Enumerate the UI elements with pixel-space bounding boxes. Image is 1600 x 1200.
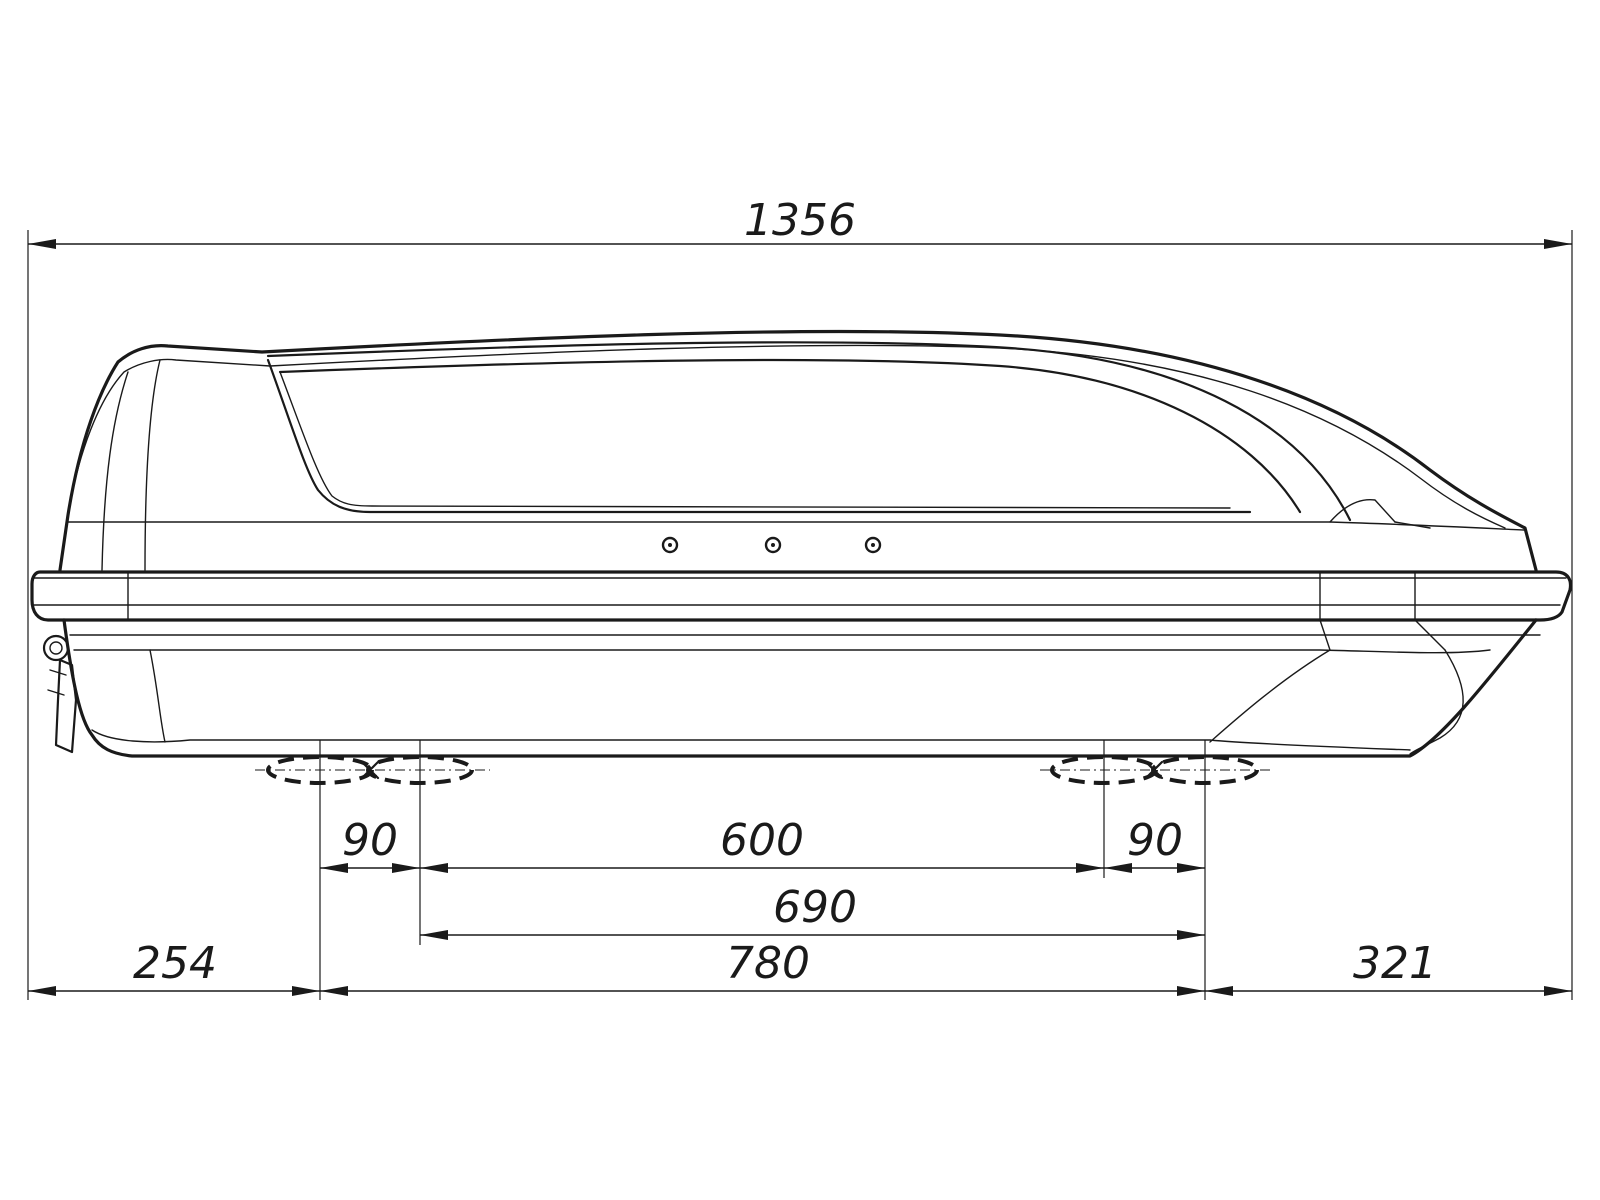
base-outline: [62, 618, 1538, 758]
lid-front-panel: [144, 359, 161, 571]
dim-mount-span-label: 780: [726, 938, 810, 989]
lid-decor-panel: [266, 341, 1352, 522]
dim-bar-spacing-label: 600: [720, 815, 804, 866]
dim-row-spacing: 90 600 90: [320, 815, 1205, 873]
dim-row-inner: 690: [420, 882, 1205, 940]
lid-inner-contour: [65, 344, 1506, 529]
extension-lines: [27, 230, 1573, 1000]
dim-rear-overhang-label: 321: [1353, 938, 1437, 989]
dim-rear-adjust-label: 90: [1127, 815, 1183, 866]
dim-inner-span-label: 690: [773, 882, 857, 933]
base-rear-facet: [1319, 619, 1331, 651]
lid-outline: [58, 329, 1538, 572]
base-front-curve: [149, 649, 166, 743]
lid-front-panel-2: [101, 371, 129, 571]
lid-bolt-2: [764, 536, 782, 554]
lid-decor-panel-inner: [278, 358, 1302, 514]
rim-band: [30, 570, 1573, 622]
base-mid-line: [73, 649, 1491, 654]
front-lock: [42, 634, 78, 754]
dim-overall: 1356: [28, 195, 1572, 249]
lid-seam: [67, 521, 1525, 531]
dim-front-overhang-label: 254: [133, 938, 217, 989]
lid-side-scoop-inner: [279, 371, 1231, 509]
dim-front-adjust-label: 90: [342, 815, 398, 866]
base-lower-line: [91, 729, 1411, 751]
lid-bolt-3: [864, 536, 882, 554]
dim-overall-label: 1356: [744, 195, 856, 246]
mount-clamps: [255, 755, 1272, 785]
roof-box-outline: [30, 329, 1573, 758]
lid-bolt-1: [661, 536, 679, 554]
base-rear-facet-2: [1414, 619, 1446, 651]
base-rear-curve-2: [1409, 649, 1464, 755]
base-rear-curve: [1209, 649, 1331, 743]
lid-rear-facet-2: [1394, 521, 1431, 529]
lid-rear-facet: [1329, 498, 1396, 523]
lid-side-scoop: [266, 358, 1252, 514]
dim-row-bottom: 254 780 321: [28, 938, 1572, 996]
